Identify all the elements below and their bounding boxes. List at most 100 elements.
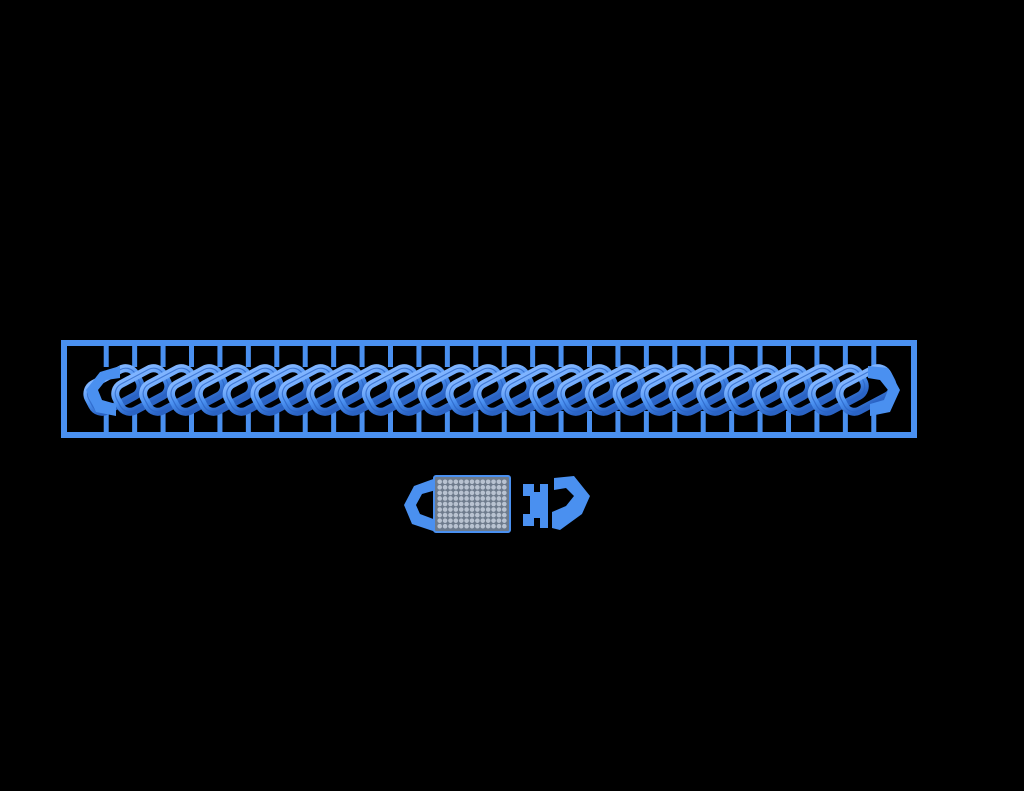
pave-stone (453, 507, 459, 512)
pave-stone (448, 507, 453, 512)
sprue-connector (274, 345, 280, 367)
pave-stone (453, 512, 459, 518)
pave-stone (491, 479, 496, 485)
pave-stone (475, 490, 480, 496)
pave-stone (448, 496, 453, 501)
pave-stone (442, 479, 448, 485)
sprue-connector (615, 411, 621, 433)
pave-stone (448, 479, 453, 485)
clasp-tongue-part (523, 476, 590, 530)
sprue-connector (103, 411, 109, 433)
sprue-connector (473, 345, 479, 367)
pave-stone (453, 490, 459, 496)
pave-stone (502, 501, 507, 507)
pave-stone (442, 496, 448, 501)
sprue-connector (558, 411, 564, 433)
pave-stone (469, 501, 475, 507)
pave-stone (502, 507, 507, 512)
sprue-connector (786, 345, 791, 367)
sprue-connector (416, 345, 422, 367)
pave-stone (480, 501, 486, 507)
cuban-link-chain (83, 364, 900, 416)
pave-stones (437, 479, 507, 529)
pave-stone (502, 523, 507, 529)
pave-stone (485, 496, 491, 501)
clasp-box-end-link (404, 478, 436, 532)
pave-stone (480, 485, 486, 490)
pave-stone (491, 485, 496, 490)
pave-stone (453, 479, 459, 485)
pave-stone (469, 496, 475, 501)
pave-stone (453, 518, 459, 523)
sprue-connector (842, 411, 848, 433)
sprue-connector (302, 411, 308, 433)
sprue-connector (643, 411, 649, 433)
pave-stone (448, 512, 453, 518)
sprue-connector (643, 345, 649, 367)
sprue-connector (245, 411, 251, 433)
pave-stone (475, 512, 480, 518)
sprue-connector (814, 411, 820, 433)
pave-stone (475, 507, 480, 512)
pave-stone (458, 501, 464, 507)
pave-stone (458, 523, 464, 529)
pave-stone (502, 479, 507, 485)
pave-stone (502, 490, 507, 496)
pave-stone (458, 485, 464, 490)
sprue-connector (700, 411, 706, 433)
pave-stone (502, 512, 507, 518)
pave-stone (437, 485, 442, 490)
pave-stone (437, 490, 442, 496)
sprue-connector (359, 411, 365, 433)
pave-stone (475, 496, 480, 501)
sprue-connector (530, 411, 536, 433)
pave-stone (491, 518, 496, 523)
pave-stone (502, 496, 507, 501)
sprue-connector (359, 345, 365, 367)
clasp-parts (404, 475, 590, 533)
pave-stone (491, 523, 496, 529)
pave-stone (448, 485, 453, 490)
pave-stone (437, 512, 442, 518)
pave-stone (442, 518, 448, 523)
pave-stone (458, 496, 464, 501)
pave-stone (480, 496, 486, 501)
clasp-tongue-end-link (552, 476, 590, 530)
pave-stone (464, 485, 469, 490)
frame-border (61, 340, 917, 438)
sprue-connector (302, 345, 308, 367)
sprue-connector (672, 411, 678, 433)
pave-stone (480, 518, 486, 523)
pave-stone (453, 496, 459, 501)
sprue-connector (217, 411, 223, 433)
sprue-connector (587, 411, 592, 433)
pave-stone (469, 507, 475, 512)
pave-stone (464, 496, 469, 501)
pave-stone (475, 485, 480, 490)
pave-stone (442, 490, 448, 496)
pave-stone (491, 501, 496, 507)
sprue-connector (700, 345, 706, 367)
pave-stone (496, 518, 502, 523)
pave-stone (437, 501, 442, 507)
pave-stone (437, 496, 442, 501)
pave-stone (480, 523, 486, 529)
sprue-connector (274, 411, 280, 433)
sprue-connector (615, 345, 621, 367)
sprue-connector (132, 411, 138, 433)
pave-stone (491, 507, 496, 512)
pave-stone (496, 523, 502, 529)
sprue-connector (388, 345, 393, 367)
pave-stone (469, 523, 475, 529)
sprue-connector (757, 345, 763, 367)
clasp-box-part (404, 475, 511, 533)
pave-stone (458, 490, 464, 496)
pave-stone (458, 479, 464, 485)
pave-stone (469, 490, 475, 496)
pave-stone (453, 523, 459, 529)
pave-stone (442, 512, 448, 518)
pave-stone (458, 512, 464, 518)
pave-stone (437, 479, 442, 485)
pave-stone (496, 512, 502, 518)
